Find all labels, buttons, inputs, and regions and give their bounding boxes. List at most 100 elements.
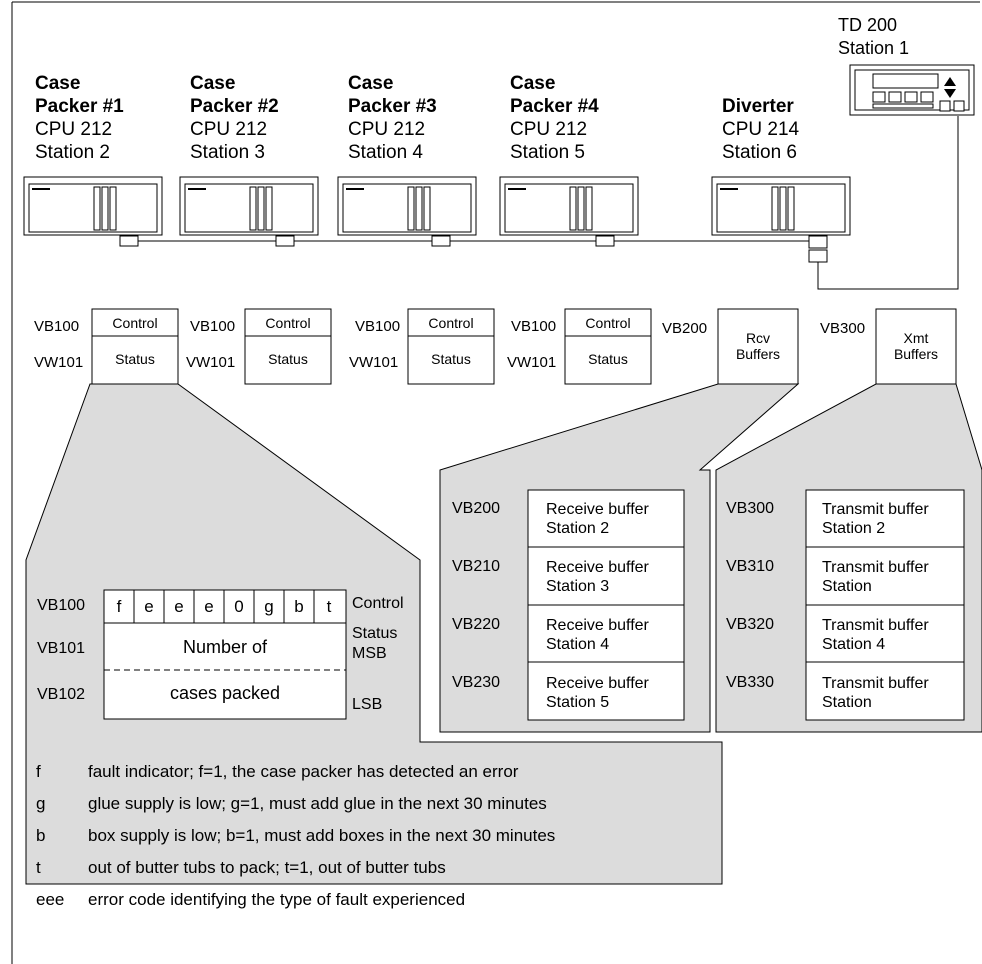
plc-unit-4 (499, 176, 639, 247)
xmt-label-line2: Buffers (893, 346, 939, 362)
memory-addr-control: VB100 (34, 318, 80, 335)
lsb-label: LSB (352, 696, 383, 713)
rcv-label-line1: Rcv (745, 330, 771, 346)
legend-key: b (36, 826, 46, 845)
td200-label: TD 200 Station 1 (838, 14, 909, 60)
station-name-line1: Case (510, 73, 556, 94)
memory-control-label: Control (428, 315, 474, 331)
station-name-line2: Diverter (722, 96, 794, 117)
plc-unit-2 (179, 176, 319, 247)
station-name-line2: Packer #2 (190, 96, 279, 117)
legend-key: g (36, 794, 46, 813)
rcv-label-line2: Buffers (735, 346, 781, 362)
station-cpu: CPU 212 (190, 119, 268, 140)
legend-text: fault indicator; f=1, the case packer ha… (88, 762, 519, 781)
receive-buffer-addr: VB210 (452, 558, 501, 575)
station-name-line2: Packer #1 (35, 96, 124, 117)
memory-addr-control: VB100 (511, 318, 557, 335)
station-cpu: CPU 212 (348, 119, 426, 140)
legend-text: out of butter tubs to pack; t=1, out of … (88, 858, 446, 877)
memory-status-label: Status (115, 351, 155, 367)
cases-packed-label: cases packed (169, 683, 281, 703)
station-number: Station 5 (510, 142, 585, 163)
msb-label: MSB (352, 645, 387, 662)
station-label-2: Case Packer #2 CPU 212 Station 3 (190, 72, 279, 164)
station-label-3: Case Packer #3 CPU 212 Station 4 (348, 72, 437, 164)
number-of-label: Number of (182, 637, 268, 657)
receive-buffer-addr: VB200 (452, 500, 501, 517)
rcv-addr: VB200 (662, 320, 708, 337)
memory-addr-status: VW101 (34, 354, 84, 371)
legend-key: t (36, 858, 41, 877)
memory-addr-status: VW101 (349, 354, 399, 371)
memory-status-label: Status (588, 351, 628, 367)
detail-callout-shape (25, 383, 723, 885)
plc-unit-1 (23, 176, 163, 247)
memory-status-label: Status (431, 351, 471, 367)
station-number: Station 3 (190, 142, 265, 163)
transmit-buffer-addr: VB320 (726, 616, 775, 633)
transmit-buffer-addr: VB330 (726, 674, 775, 691)
memory-addr-status: VW101 (507, 354, 557, 371)
legend-key: eee (36, 890, 65, 909)
legend-text: box supply is low; b=1, must add boxes i… (88, 826, 556, 845)
bit-cell: f (116, 597, 122, 616)
bit-cell: 0 (234, 597, 244, 616)
transmit-buffer-addr: VB300 (726, 500, 775, 517)
memory-addr-control: VB100 (190, 318, 236, 335)
xmt-label-line1: Xmt (903, 330, 929, 346)
memory-addr-control: VB100 (355, 318, 401, 335)
station-name-line1: Case (35, 73, 81, 94)
bit-cell: t (326, 597, 332, 616)
td200-name: TD 200 (838, 15, 898, 35)
station-label-1: Case Packer #1 CPU 212 Station 2 (35, 72, 124, 164)
bit-cell: e (174, 597, 184, 616)
receive-buffer-addr: VB220 (452, 616, 501, 633)
legend-key: f (36, 762, 41, 781)
station-cpu: CPU 214 (722, 119, 800, 140)
register-addr: VB102 (37, 686, 86, 703)
station-label-4: Case Packer #4 CPU 212 Station 5 (510, 72, 599, 164)
memory-control-label: Control (585, 315, 631, 331)
station-label-5: Diverter CPU 214 Station 6 (722, 95, 799, 164)
memory-status-label: Status (268, 351, 308, 367)
bit-cell: b (294, 597, 304, 616)
status-label: Status (352, 625, 398, 642)
memory-control-label: Control (265, 315, 311, 331)
register-addr: VB101 (37, 640, 86, 657)
register-addr: VB100 (37, 597, 86, 614)
station-number: Station 6 (722, 142, 797, 163)
station-number: Station 4 (348, 142, 423, 163)
legend-text: glue supply is low; g=1, must add glue i… (88, 794, 547, 813)
receive-buffer-addr: VB230 (452, 674, 501, 691)
memory-control-label: Control (112, 315, 158, 331)
control-label: Control (352, 595, 404, 612)
td200-device (849, 64, 975, 116)
station-name-line2: Packer #4 (510, 96, 599, 117)
station-number: Station 2 (35, 142, 110, 163)
transmit-buffer-addr: VB310 (726, 558, 775, 575)
station-name-line1: Case (348, 73, 394, 94)
td200-station: Station 1 (838, 38, 910, 58)
bit-cell: g (264, 597, 274, 616)
memory-addr-status: VW101 (186, 354, 236, 371)
station-cpu: CPU 212 (35, 119, 113, 140)
station-name-line1: Case (190, 73, 236, 94)
xmt-addr: VB300 (820, 320, 866, 337)
station-name-line2: Packer #3 (348, 96, 437, 117)
bit-cell: e (204, 597, 214, 616)
plc-unit-3 (337, 176, 477, 247)
station-cpu: CPU 212 (510, 119, 588, 140)
bit-cell: e (144, 597, 154, 616)
legend-text: error code identifying the type of fault… (88, 890, 466, 909)
plc-unit-5 (711, 176, 851, 263)
